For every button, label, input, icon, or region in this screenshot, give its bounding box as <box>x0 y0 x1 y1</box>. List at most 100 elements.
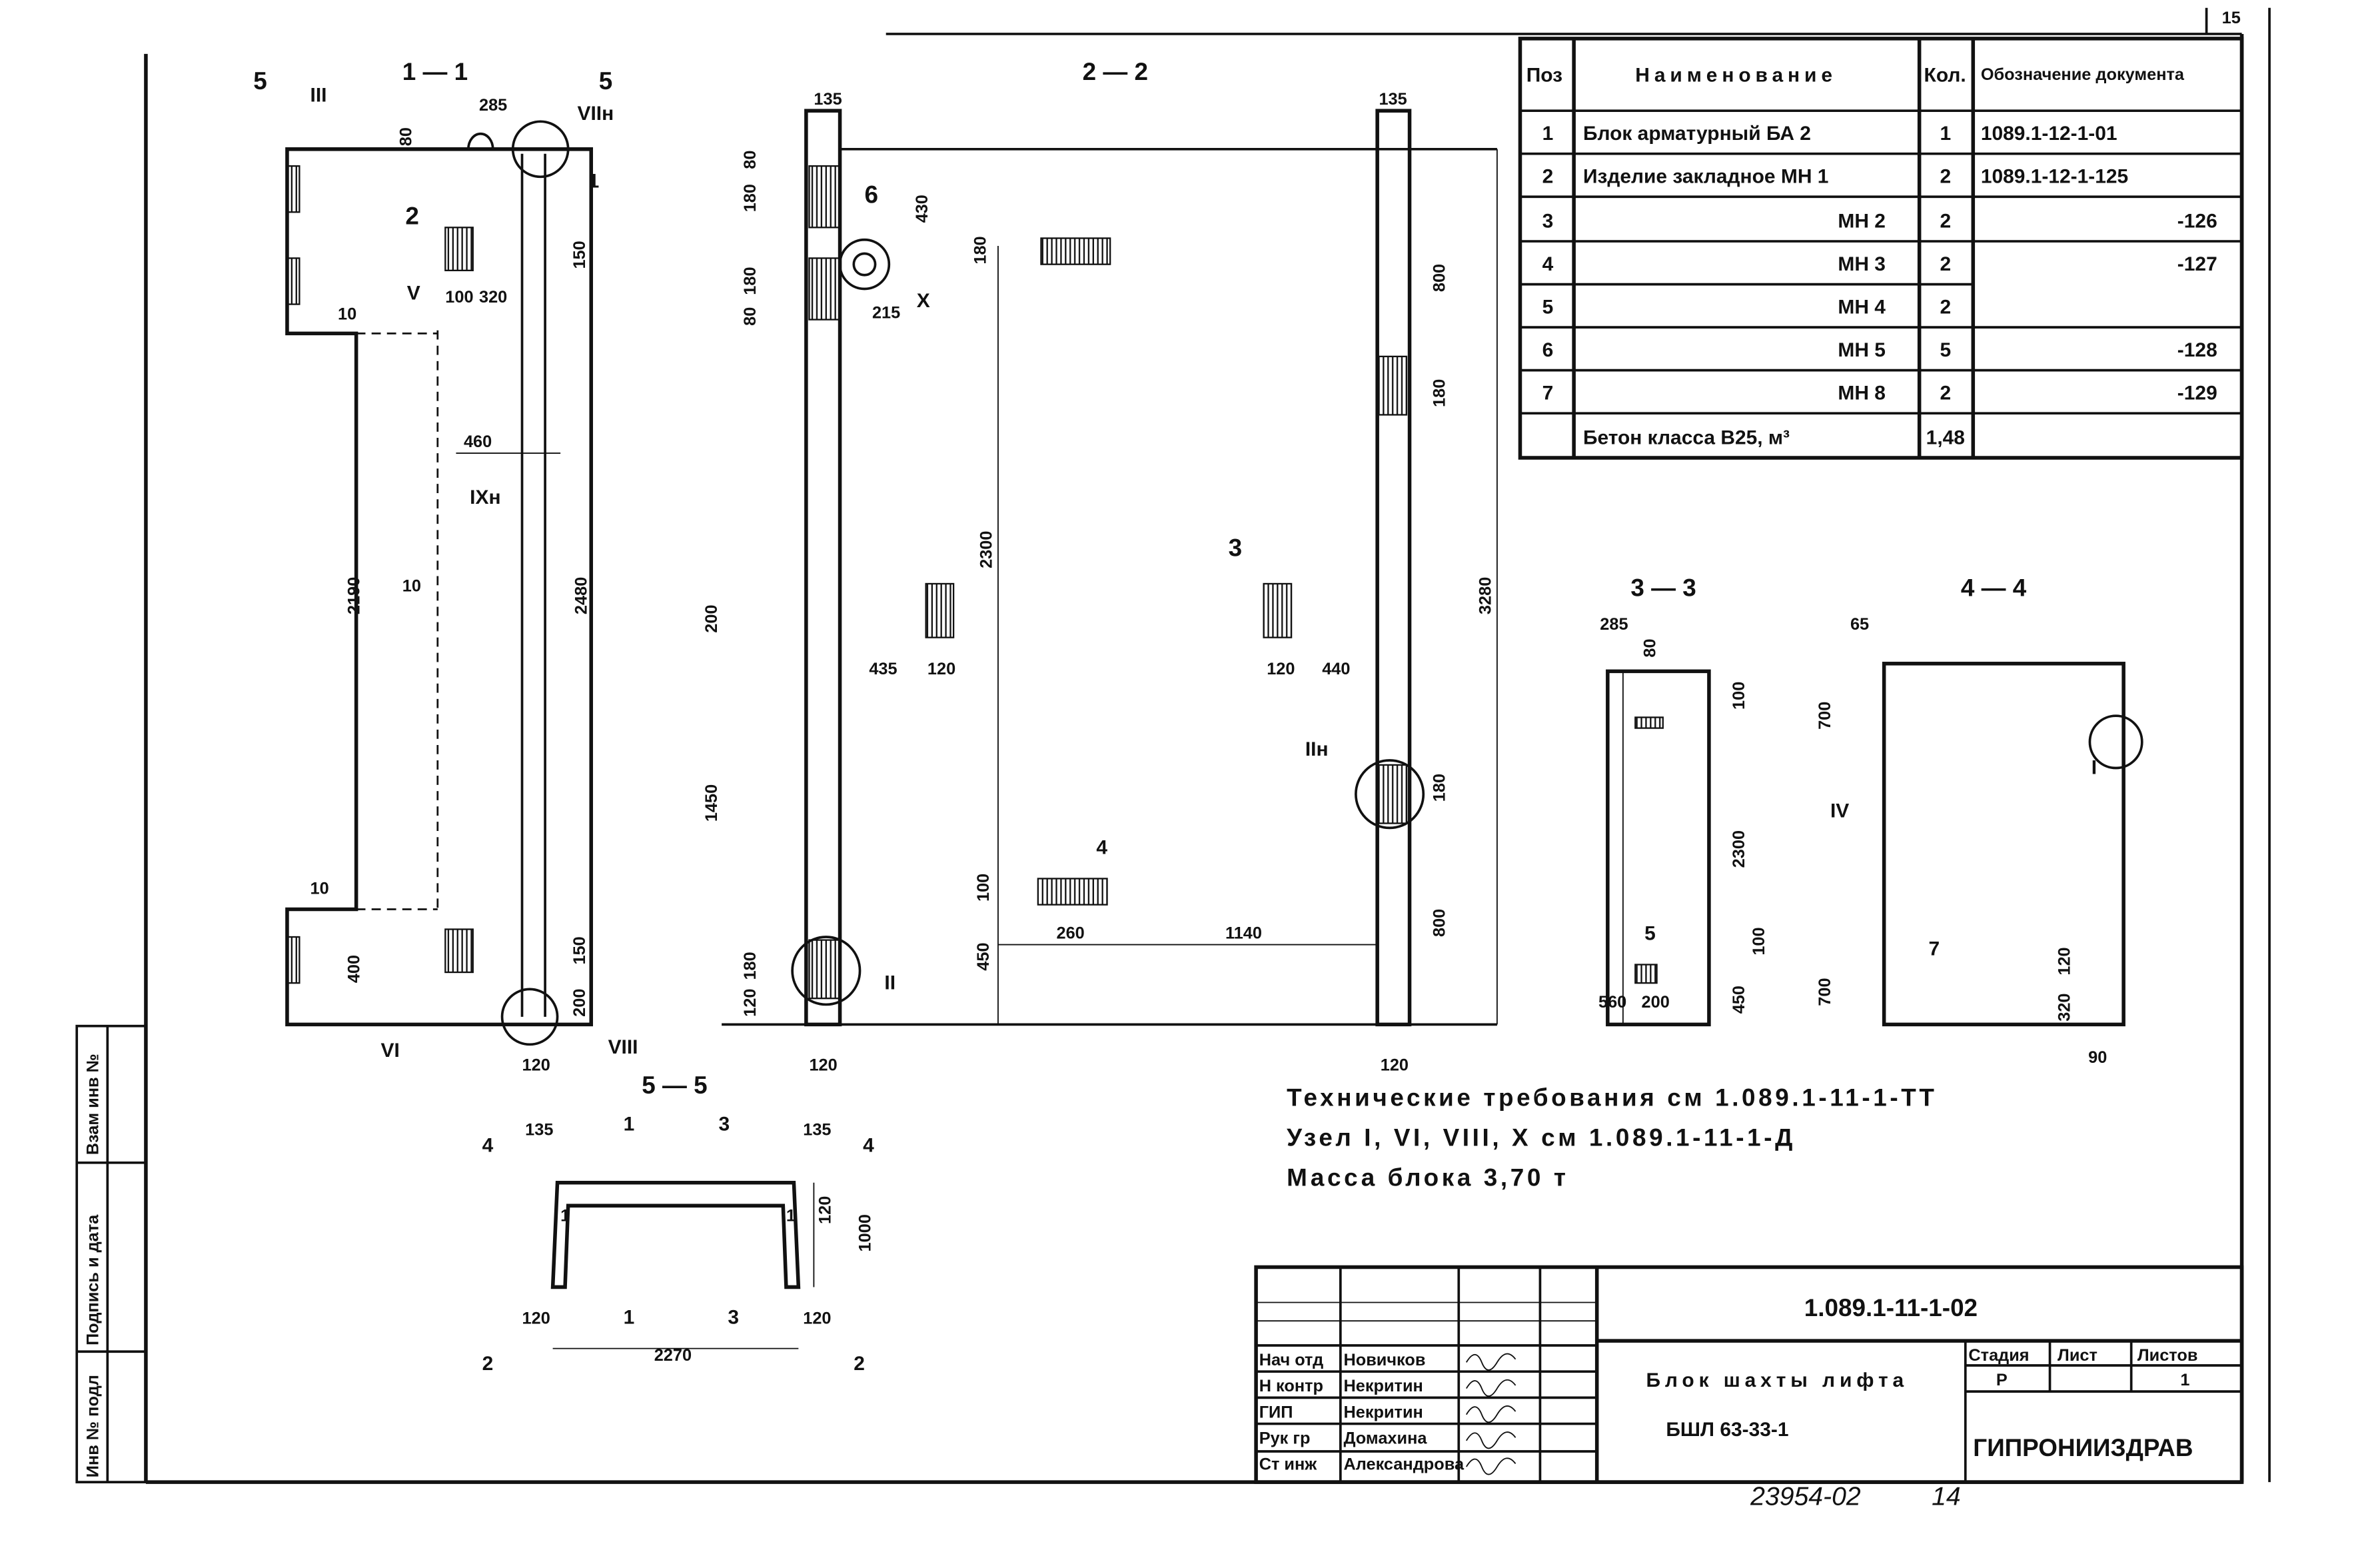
side-stamp-sign: Подпись и дата <box>83 1214 102 1345</box>
signature <box>1466 1353 1516 1371</box>
view-title: 4 — 4 <box>1961 574 2027 601</box>
section-mark: 1 <box>624 1307 635 1329</box>
cell-name: МН 4 <box>1838 296 1886 318</box>
dim-label: 2270 <box>654 1346 692 1365</box>
section-3-3: 3 — 3 285 80 100 2300 100 5 560 200 450 <box>1598 574 1768 1027</box>
table-row: 5 МН 4 2 <box>1542 296 1952 318</box>
signature <box>1466 1431 1516 1449</box>
dim-label: 2300 <box>1730 830 1748 868</box>
node-callout: V <box>407 283 420 305</box>
view-title: 3 — 3 <box>1630 574 1696 601</box>
dim-label: 100 <box>1750 927 1768 955</box>
cell-qty: 1 <box>1940 123 1951 145</box>
cell-name: МН 3 <box>1838 253 1886 275</box>
dim-label: 440 <box>1322 660 1350 678</box>
dim-label: 1000 <box>856 1214 875 1251</box>
view-title: 2 — 2 <box>1083 58 1148 85</box>
dim-label: 65 <box>1850 615 1869 634</box>
section-mark: 3 <box>728 1307 739 1329</box>
dim-label: 800 <box>1431 909 1449 937</box>
cell-qty: 2 <box>1940 296 1951 318</box>
node-callout: IXн <box>470 486 500 508</box>
dim-label: 1450 <box>702 784 721 822</box>
dim-label: 2300 <box>977 531 996 568</box>
cell-pos: 5 <box>1542 296 1554 318</box>
dim-label: 285 <box>1600 615 1628 634</box>
dim-label: 135 <box>803 1120 831 1139</box>
position-callout: 4 <box>1096 837 1107 859</box>
dim-label: 260 <box>1057 924 1085 942</box>
position-callout: 1 <box>588 170 600 192</box>
dim-label: 215 <box>872 303 900 322</box>
footer-page: 14 <box>1932 1483 1961 1511</box>
sheets-value: 1 <box>2180 1371 2189 1389</box>
person-name: Некритин <box>1343 1403 1423 1421</box>
side-stamp: Инв № подл Подпись и дата Взам инв № <box>75 1024 147 1483</box>
cell-name: МН 5 <box>1838 339 1886 361</box>
dim-label: 90 <box>2088 1048 2107 1067</box>
position-callout: 1 <box>560 1206 570 1225</box>
cell-name: МН 2 <box>1838 210 1886 232</box>
section-mark: 5 <box>599 67 613 95</box>
dim-label: 80 <box>397 127 416 146</box>
node-callout: III <box>310 84 327 106</box>
node-callout: X <box>917 290 930 312</box>
dim-label: 150 <box>570 936 589 964</box>
dim-label: 10 <box>310 879 329 898</box>
technical-notes: Технические требования см 1.089.1-11-1-Т… <box>1287 1084 1937 1191</box>
section-mark: 1 <box>624 1113 635 1135</box>
role-label: Н контр <box>1259 1377 1323 1395</box>
note-mass: Масса блока 3,70 т <box>1287 1164 1568 1191</box>
dim-label: 120 <box>927 660 955 678</box>
product-name: Блок шахты лифта <box>1646 1369 1908 1391</box>
dim-label: 120 <box>1267 660 1295 678</box>
dim-label: 180 <box>1431 379 1449 407</box>
dim-label: 120 <box>1381 1056 1409 1075</box>
section-mark: 2 <box>854 1353 865 1375</box>
side-stamp-inv: Инв № подл <box>83 1375 102 1477</box>
view-title: 1 — 1 <box>402 58 468 85</box>
dim-label: 180 <box>741 184 760 212</box>
note-requirements: Технические требования см 1.089.1-11-1-Т… <box>1287 1084 1937 1112</box>
stage-label: Стадия <box>1968 1346 2029 1365</box>
dim-label: 430 <box>913 195 931 223</box>
dim-label: 100 <box>974 874 993 902</box>
dim-label: 100 <box>445 288 473 307</box>
cell-name: Блок арматурный БА 2 <box>1583 123 1811 145</box>
dim-label: 200 <box>1642 993 1670 1012</box>
side-stamp-replace: Взам инв № <box>83 1054 102 1155</box>
dim-label: 3280 <box>1477 577 1495 614</box>
dim-label: 150 <box>570 241 589 269</box>
dim-label: 100 <box>1730 682 1748 710</box>
signature <box>1466 1405 1516 1423</box>
dim-label: 135 <box>814 90 842 109</box>
cell-pos: 6 <box>1542 339 1554 361</box>
dim-label: 2190 <box>344 577 363 614</box>
node-callout: IIн <box>1305 738 1329 760</box>
cell-qty: 2 <box>1940 253 1951 275</box>
dim-label: 135 <box>1379 90 1407 109</box>
position-callout: 2 <box>405 203 418 230</box>
dim-label: 800 <box>1431 264 1449 292</box>
dim-label: 120 <box>741 989 760 1017</box>
cell-pos: 7 <box>1542 382 1554 404</box>
dim-label: 200 <box>702 604 721 632</box>
cell-doc: -128 <box>2177 339 2217 361</box>
dim-label: 80 <box>741 307 760 326</box>
section-5-5: 5 — 5 135 1 3 135 4 4 120 1000 120 1 3 1… <box>482 1072 875 1375</box>
stage-value: Р <box>1996 1371 2008 1389</box>
dim-label: 285 <box>479 96 507 115</box>
dim-label: 435 <box>869 660 897 678</box>
dim-label: 180 <box>741 267 760 295</box>
dim-label: 450 <box>974 942 993 970</box>
dim-label: 180 <box>971 236 989 264</box>
